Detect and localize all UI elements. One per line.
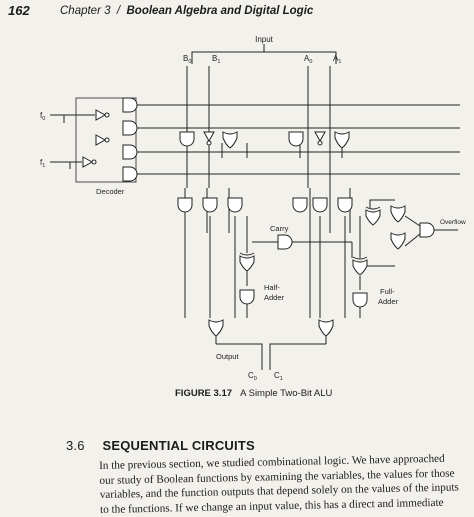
full-adder-label-1: Full- xyxy=(380,287,395,296)
overflow-label: Overflow xyxy=(440,219,466,226)
decoder-label: Decoder xyxy=(96,187,125,196)
c0-label: C0 xyxy=(248,371,257,382)
chapter-title: Boolean Algebra and Digital Logic xyxy=(126,5,314,17)
figure-title: A Simple Two-Bit ALU xyxy=(240,388,333,399)
a0-label: A0 xyxy=(304,54,312,65)
c1-label: C1 xyxy=(274,371,283,382)
figure-number: FIGURE 3.17 xyxy=(175,388,233,399)
input-label: Input xyxy=(255,35,274,44)
carry-label: Carry xyxy=(270,224,289,233)
alu-circuit-diagram: Input B0 B1 A0 A1 f0 f1 Decoder Carry Ha… xyxy=(40,35,466,382)
f0-label: f0 xyxy=(40,111,45,122)
header-separator: / xyxy=(116,5,121,17)
running-head: Chapter 3 / Boolean Algebra and Digital … xyxy=(60,5,313,17)
alu-circuit-figure: Input B0 B1 A0 A1 f0 f1 Decoder Carry Ha… xyxy=(0,28,474,398)
b1-label: B1 xyxy=(212,54,220,65)
body-paragraph: In the previous section, we studied comb… xyxy=(99,451,460,517)
output-label: Output xyxy=(216,352,239,361)
circuit-wires xyxy=(50,44,460,370)
section-title-text: SEQUENTIAL CIRCUITS xyxy=(102,438,255,453)
chapter-label: Chapter 3 xyxy=(60,5,111,17)
section-heading: 3.6 SEQUENTIAL CIRCUITS xyxy=(66,438,255,453)
figure-caption: FIGURE 3.17 A Simple Two-Bit ALU xyxy=(175,388,332,399)
page-header: 162 Chapter 3 / Boolean Algebra and Digi… xyxy=(0,0,474,28)
half-adder-label-1: Half- xyxy=(264,283,280,292)
f1-label: f1 xyxy=(40,158,45,169)
a1-label: A1 xyxy=(333,54,341,65)
page-number: 162 xyxy=(8,3,30,18)
half-adder-label-2: Adder xyxy=(264,293,285,302)
b0-label: B0 xyxy=(183,54,191,65)
section-number: 3.6 xyxy=(66,438,85,453)
full-adder-label-2: Adder xyxy=(378,297,399,306)
